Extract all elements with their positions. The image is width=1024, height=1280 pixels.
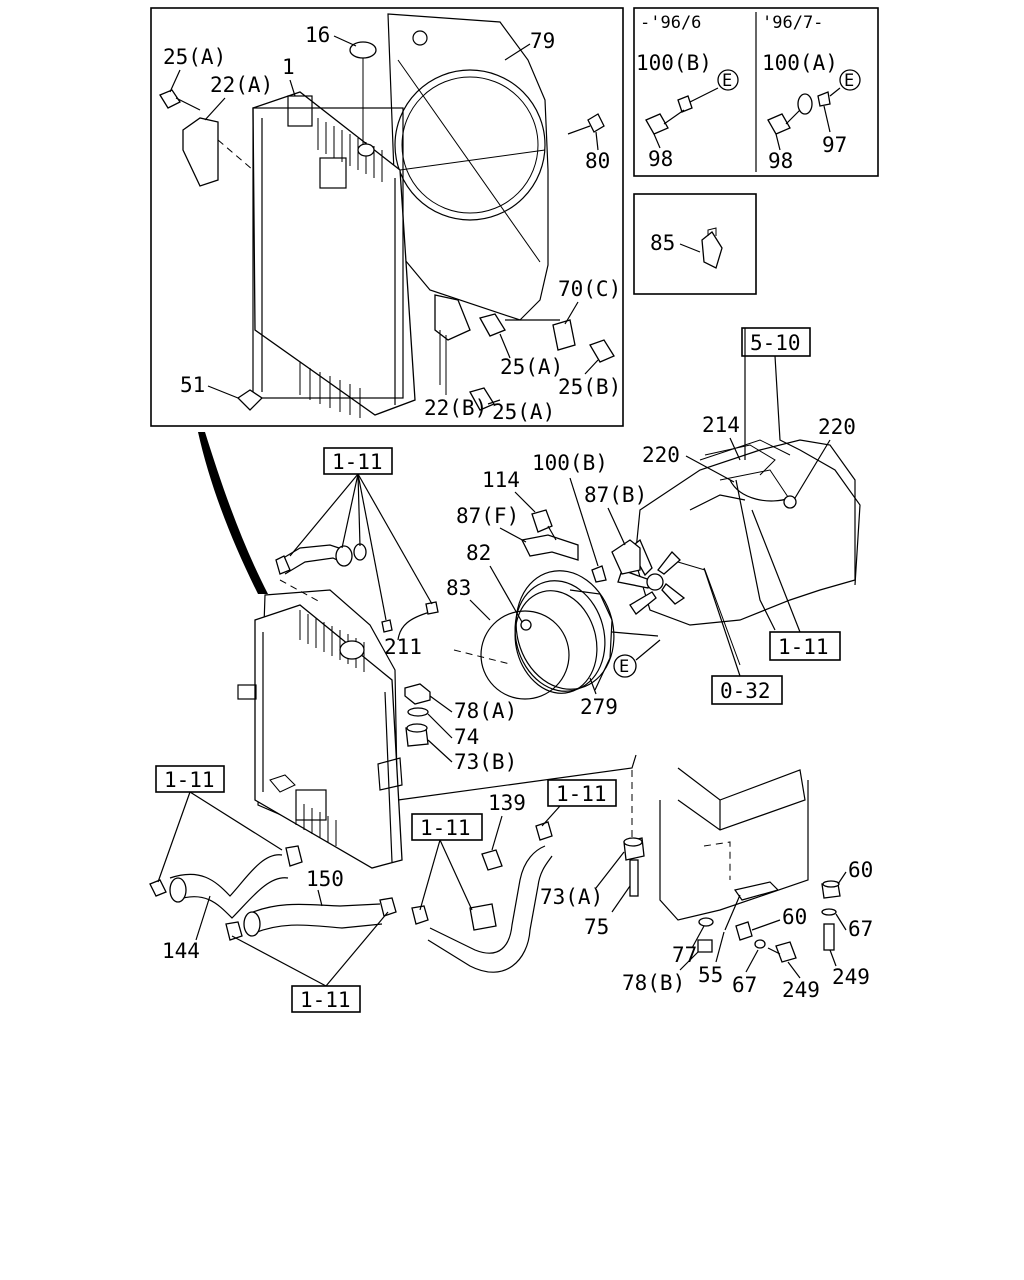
fan-shroud bbox=[387, 13, 549, 321]
ref-5-10: 5-10 bbox=[750, 331, 801, 355]
label-22b: 22(B) bbox=[424, 396, 487, 420]
label-98-left: 98 bbox=[648, 147, 673, 171]
label-78a: 78(A) bbox=[454, 699, 517, 723]
variant-inset: -'96/6 '96/7- 100(B) E 98 100(A) E 97 98 bbox=[633, 7, 879, 177]
radiator-detail-panel bbox=[150, 7, 624, 427]
ref-1-11-right: 1-11 bbox=[778, 635, 829, 659]
ref-1-11-top: 1-11 bbox=[332, 450, 383, 474]
label-16: 16 bbox=[305, 23, 330, 47]
label-75: 75 bbox=[584, 915, 609, 939]
label-87f: 87(F) bbox=[456, 504, 519, 528]
label-249-mid: 249 bbox=[782, 978, 820, 1002]
inset-left-header: -'96/6 bbox=[640, 13, 701, 33]
label-211: 211 bbox=[384, 635, 422, 659]
lower-hoses bbox=[149, 821, 553, 973]
label-67-right: 67 bbox=[848, 917, 873, 941]
radiator-panel-labels: 16 79 25(A) 22(A) 1 80 70(C) 51 25(A) 25… bbox=[163, 23, 621, 424]
radiator-mount-bolt bbox=[623, 837, 645, 897]
main-labels: 214 220 220 114 100(B) 87(B) 87(F) 82 83… bbox=[162, 413, 873, 1002]
label-249-right: 249 bbox=[832, 965, 870, 989]
label-80: 80 bbox=[585, 149, 610, 173]
radiator-assembly bbox=[237, 589, 403, 869]
label-97: 97 bbox=[822, 133, 847, 157]
ref-e-fan-ring: E bbox=[619, 657, 629, 677]
label-78b: 78(B) bbox=[622, 971, 685, 995]
label-73a: 73(A) bbox=[540, 885, 603, 909]
label-60-mid: 60 bbox=[782, 905, 807, 929]
label-74: 74 bbox=[454, 725, 479, 749]
radiator-core bbox=[252, 91, 416, 418]
ref-1-11-mid: 1-11 bbox=[420, 816, 471, 840]
circle-references: E bbox=[613, 639, 661, 678]
label-139: 139 bbox=[488, 791, 526, 815]
ref-e-inset-left: E bbox=[722, 71, 732, 91]
ref-1-11-hose: 1-11 bbox=[556, 782, 607, 806]
label-87b: 87(B) bbox=[584, 483, 647, 507]
boxed-references: 5-10 1-11 1-11 0-32 1-11 1-11 1-11 1-11 bbox=[155, 327, 841, 1013]
upper-hoses bbox=[275, 543, 439, 641]
label-144: 144 bbox=[162, 939, 200, 963]
label-100b-inset: 100(B) bbox=[636, 51, 712, 75]
label-220-left: 220 bbox=[642, 443, 680, 467]
label-25b: 25(B) bbox=[558, 375, 621, 399]
label-25a-top: 25(A) bbox=[163, 45, 226, 69]
label-79: 79 bbox=[530, 29, 555, 53]
label-77: 77 bbox=[672, 943, 697, 967]
label-100a-inset: 100(A) bbox=[762, 51, 838, 75]
sweep-arrow bbox=[198, 432, 268, 594]
clip-inset: 85 bbox=[633, 193, 757, 295]
fan-shroud-ring bbox=[480, 570, 615, 700]
mount-stack bbox=[404, 683, 431, 747]
label-98-right: 98 bbox=[768, 149, 793, 173]
label-114: 114 bbox=[482, 468, 520, 492]
label-100b: 100(B) bbox=[532, 451, 608, 475]
ref-1-11-bottom: 1-11 bbox=[300, 988, 351, 1012]
inset-right-header: '96/7- bbox=[762, 13, 823, 33]
ref-1-11-left: 1-11 bbox=[164, 768, 215, 792]
label-82: 82 bbox=[466, 541, 491, 565]
label-85: 85 bbox=[650, 231, 675, 255]
lower-hardware bbox=[697, 880, 841, 963]
chassis-frame bbox=[659, 767, 809, 931]
label-70c: 70(C) bbox=[558, 277, 621, 301]
label-55: 55 bbox=[698, 963, 723, 987]
label-60-top: 60 bbox=[848, 858, 873, 882]
label-67-mid: 67 bbox=[732, 973, 757, 997]
label-73b: 73(B) bbox=[454, 750, 517, 774]
label-214: 214 bbox=[702, 413, 740, 437]
label-220-right: 220 bbox=[818, 415, 856, 439]
label-1: 1 bbox=[282, 55, 295, 79]
label-51: 51 bbox=[180, 373, 205, 397]
ref-e-inset-right: E bbox=[844, 71, 854, 91]
label-25a-mid: 25(A) bbox=[500, 355, 563, 379]
label-150: 150 bbox=[306, 867, 344, 891]
label-25a-bot: 25(A) bbox=[492, 400, 555, 424]
label-83: 83 bbox=[446, 576, 471, 600]
label-279: 279 bbox=[580, 695, 618, 719]
label-22a: 22(A) bbox=[210, 73, 273, 97]
ref-0-32: 0-32 bbox=[720, 679, 771, 703]
